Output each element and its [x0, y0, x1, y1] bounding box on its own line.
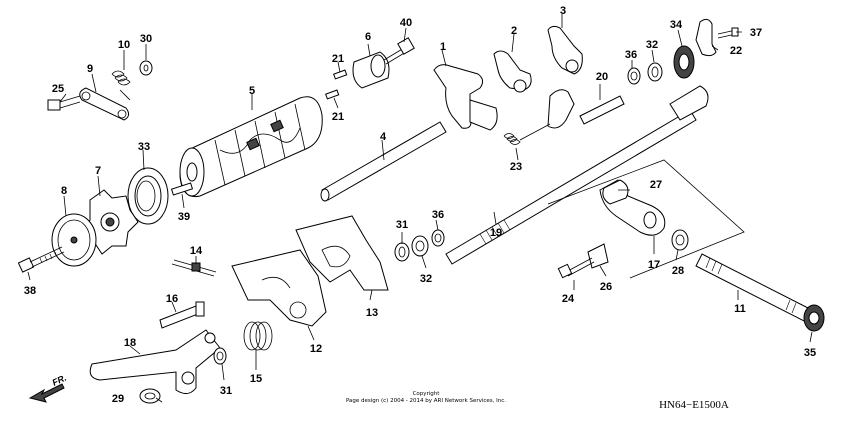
part-shaft-20 — [579, 95, 625, 125]
label-38: 38 — [24, 285, 36, 297]
part-star-plate — [83, 189, 139, 255]
part-bolt-37 — [717, 27, 739, 39]
label-4: 4 — [380, 131, 387, 143]
subassembly-outline — [547, 159, 745, 279]
label-31-low: 31 — [220, 385, 232, 397]
label-36-top: 36 — [625, 49, 637, 61]
label-16: 16 — [166, 293, 178, 305]
front-direction-arrow-icon — [28, 383, 65, 403]
label-8: 8 — [61, 185, 67, 197]
label-21-bottom: 21 — [332, 111, 344, 123]
part-bolt-40 — [383, 37, 415, 65]
label-14: 14 — [190, 245, 203, 257]
part-plate-13 — [295, 215, 389, 291]
leader-lines — [27, 14, 813, 403]
part-bolt-24 — [557, 257, 595, 279]
part-pin-21b — [325, 89, 340, 100]
part-ring-31-mid — [394, 242, 410, 262]
label-32-mid: 32 — [420, 273, 432, 285]
copyright-title: Copyright — [413, 391, 441, 397]
label-19: 19 — [490, 227, 502, 239]
label-32-top: 32 — [646, 39, 658, 51]
label-40: 40 — [400, 17, 412, 29]
label-3: 3 — [560, 5, 566, 17]
label-6: 6 — [365, 31, 371, 43]
label-11: 11 — [734, 303, 746, 315]
part-clip-26 — [587, 243, 609, 269]
label-7: 7 — [95, 165, 101, 177]
part-collar — [352, 51, 390, 89]
part-gear-34 — [673, 45, 695, 79]
part-collar-27 — [602, 179, 629, 205]
part-ring-32-mid — [411, 235, 429, 257]
label-39: 39 — [178, 211, 190, 223]
part-guide-plate — [547, 89, 575, 129]
label-21-top: 21 — [332, 53, 344, 65]
part-shaft-11 — [695, 253, 813, 323]
label-5: 5 — [249, 85, 255, 97]
part-pedal-18 — [89, 329, 221, 394]
label-27: 27 — [650, 179, 662, 191]
label-28: 28 — [672, 265, 684, 277]
label-23: 23 — [510, 161, 522, 173]
label-34: 34 — [670, 19, 683, 31]
label-30: 30 — [140, 33, 152, 45]
part-spring-10 — [111, 70, 131, 101]
label-15: 15 — [250, 373, 262, 385]
part-spindle-19 — [445, 85, 709, 265]
part-shift-fork-1 — [433, 64, 498, 131]
label-18: 18 — [124, 337, 136, 349]
part-shift-fork-3 — [547, 25, 583, 75]
label-33: 33 — [138, 141, 150, 153]
part-shift-fork-2 — [493, 50, 532, 93]
label-26: 26 — [600, 281, 612, 293]
copyright-text: Page design (c) 2004 - 2014 by ARI Netwo… — [346, 398, 506, 404]
label-13: 13 — [366, 307, 378, 319]
part-stopper-arm — [79, 87, 130, 121]
label-31-mid: 31 — [396, 219, 408, 231]
label-2: 2 — [511, 25, 517, 37]
part-dowel-pin-39 — [170, 182, 194, 196]
part-stud-16 — [159, 301, 205, 329]
part-bolt-38 — [17, 246, 65, 273]
part-disc — [51, 213, 97, 267]
part-ring-36-top — [627, 67, 641, 85]
part-washer-29 — [139, 388, 161, 404]
part-ring-31-low — [213, 347, 227, 365]
part-bolt-25 — [47, 95, 81, 111]
part-arm-22 — [695, 18, 717, 57]
part-pin-21a — [333, 69, 348, 80]
label-1: 1 — [440, 41, 446, 53]
part-ring-32-top — [647, 62, 663, 82]
label-12: 12 — [310, 343, 322, 355]
label-36-mid: 36 — [432, 209, 444, 221]
label-22: 22 — [730, 45, 742, 57]
part-spring-23 — [503, 123, 551, 145]
label-9: 9 — [87, 63, 93, 75]
part-shaft-4 — [320, 121, 447, 202]
part-shift-drum — [179, 96, 323, 198]
label-20: 20 — [596, 71, 608, 83]
part-washer-30 — [139, 60, 153, 76]
label-25: 25 — [52, 83, 64, 95]
label-10: 10 — [118, 39, 130, 51]
part-pin-14 — [171, 259, 217, 277]
label-37: 37 — [750, 27, 762, 39]
label-35: 35 — [804, 347, 816, 359]
front-direction-label: FR. — [51, 373, 68, 388]
part-washer-28 — [671, 229, 689, 251]
part-oil-seal — [127, 167, 169, 225]
part-labels: 1 2 3 4 5 6 7 8 9 10 11 12 13 14 15 16 1… — [24, 5, 816, 405]
part-nut-35 — [803, 304, 825, 332]
part-plate-12 — [231, 249, 327, 327]
label-17: 17 — [648, 259, 660, 271]
part-ring-36-mid — [431, 229, 445, 247]
diagram-code: HN64−E1500A — [659, 399, 729, 411]
label-29: 29 — [112, 393, 124, 405]
label-24: 24 — [562, 293, 575, 305]
part-spring-15 — [243, 321, 273, 351]
